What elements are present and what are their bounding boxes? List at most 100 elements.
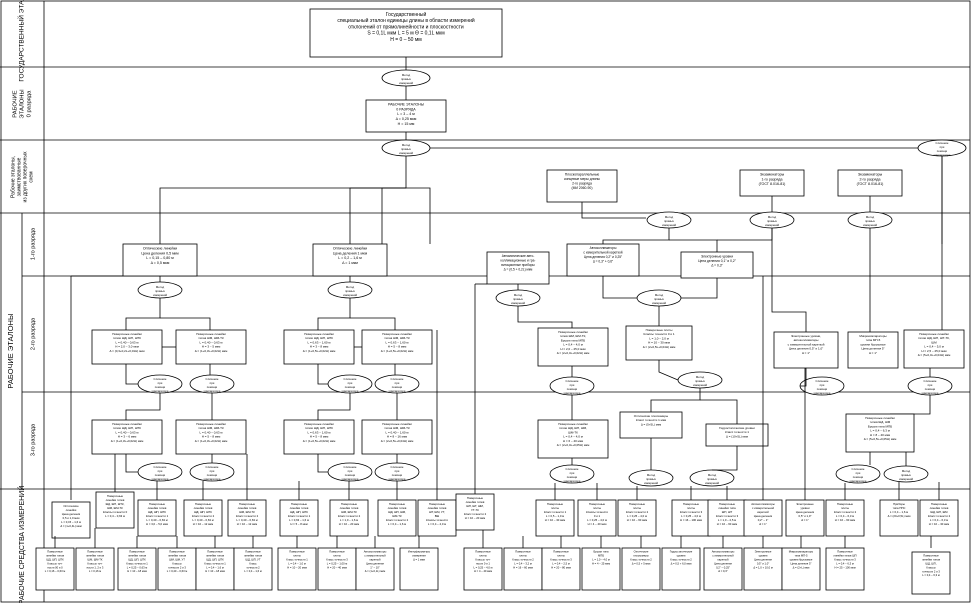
- method-direct-6-line: Метод: [156, 285, 165, 289]
- rank1-optical-ruler-05-line: Оптические линейки: [143, 247, 177, 251]
- method-compare-1-line: при: [158, 381, 163, 385]
- rank2-rulers-a1-line: L = 0,40 – 0,63 м: [116, 340, 139, 344]
- method-direct-3-line: Метод: [665, 215, 674, 219]
- means-row1-box-5-line: ШМ, ШМ-ТК: [239, 510, 255, 514]
- means-row1-box-9-line: ВШ: [435, 514, 440, 518]
- rank3-rulers-a1: [91, 419, 163, 455]
- means-row2-box-4-line: Поверочные: [169, 550, 185, 554]
- rank2-levels-d1-line: автоколлиматоры: [794, 338, 819, 342]
- means-row1-box-14-line: Класс точности 3: [680, 510, 703, 514]
- method-compare-10-line: компаратора: [342, 477, 359, 481]
- means-row1-box-3-line: H = 3,0 – 5,0 мкм: [146, 522, 168, 526]
- means-row1-box-9-line: Поверочные: [429, 502, 446, 506]
- method-compare-6-line: Сличение: [816, 379, 829, 383]
- means-row1-box-16-line: с измерительной: [752, 506, 775, 510]
- means-row1-box-8-line: Класс точности 2: [386, 518, 409, 522]
- means-row1-box-16-line: кареткой: [757, 510, 769, 514]
- section-working-means: РАБОЧИЕ СРЕДСТВА ИЗМЕРЕНИЙ: [17, 486, 26, 604]
- means-row2-box-14-line: H = 4 – 25 мкм: [592, 561, 610, 565]
- method-direct-7-line: Метод: [346, 285, 355, 289]
- means-row2-box-16-line: уровни: [677, 555, 686, 558]
- means-row2-box-5-line: H = 10 – 18 мкм: [205, 569, 225, 573]
- means-row1-box-12-line: H = 4 – 40 мкм: [588, 522, 607, 526]
- method-direct-2-line: Метод: [402, 143, 411, 147]
- means-row2-box-12-line: Поверочные: [515, 550, 531, 554]
- means-row2-box-2-line: линейки типов: [86, 554, 105, 558]
- means-row2-box-6-line: Поверочные: [245, 550, 261, 554]
- means-row1-box-11-line: L = 0,5 – 1,0 м: [546, 514, 564, 518]
- means-row2-box-20-line: H = 25 – 100 мкм: [834, 565, 855, 569]
- rank2-rulers-c1: [537, 327, 609, 367]
- method-compare-7-line: компаратора: [922, 391, 939, 395]
- method-direct-13-line: прямых: [901, 473, 911, 477]
- rank2-microcomparators-d2-line: Микрокомпараторы: [859, 334, 886, 338]
- means-row2-box-18-line: 0,5" и 1,0": [757, 561, 769, 565]
- means-row1-box-17: [785, 499, 825, 537]
- means-row2-box-21-line: линейки типов: [922, 558, 941, 562]
- rank3-rulers-d1: [845, 413, 915, 453]
- method-direct-4-line: измерений: [765, 223, 780, 227]
- rank1-electronic-levels: [680, 251, 754, 279]
- means-row2-box-6-line: L = 0,4 – 1,6 м: [244, 569, 262, 573]
- means-row2-box-5-line: ШД, ШП, ШТК: [206, 558, 224, 562]
- means-row2-box-4-line: линейки типов: [168, 554, 187, 558]
- means-row2-box-18-line: Δ = 1,0 + 10,0 м: [753, 565, 772, 569]
- method-direct-6-line: прямых: [155, 289, 165, 293]
- method-compare-right-line: Сличение: [936, 141, 949, 145]
- means-row1-box-1-line: Δ = (1+0,4L) мкм: [60, 524, 81, 528]
- rank2-microcomparators-d2: [847, 331, 899, 369]
- means-row2-box-3: [117, 547, 157, 591]
- rank1-optical-ruler-1-line: Цена деления 1 мкм: [333, 251, 368, 255]
- rank2-plates-c2-line: L = 1,0 – 2,0 м: [649, 336, 669, 340]
- means-row2-box-7-line: Класс точности 1: [286, 558, 308, 562]
- method-direct-1-line: измерений: [399, 81, 414, 85]
- rank3-optical-planometers-line: Класс точности 1 мкм: [636, 418, 666, 422]
- method-compare-2-line: Сличение: [206, 377, 219, 381]
- method-compare-8-line: помощи: [155, 473, 166, 477]
- means-row2-box-4-line: точности 2 и 3: [168, 565, 186, 569]
- method-compare-5-line: при: [570, 383, 575, 387]
- rank2-plates-c2-line: H = 10 – 30 мкм: [648, 341, 670, 345]
- method-compare-13-line: помощи: [853, 475, 864, 479]
- rank3-rulers-a1-line: L = 0,40 – 0,63 м: [116, 430, 139, 434]
- method-direct-13-line: измерений: [899, 477, 914, 481]
- method-compare-11-line: компаратора: [389, 477, 406, 481]
- rank3-rulers-b2-line: L = 0,40 – 1,60 м: [386, 430, 409, 434]
- method-direct-9-line: измерений: [652, 301, 667, 305]
- rank2-plates-c2-line: Δ = (2+0,5L+0,04H) мкм: [643, 345, 676, 349]
- rank1-autocollimators-line: с измерительной кареткой: [583, 251, 622, 255]
- method-compare-9-line: компаратора: [204, 477, 221, 481]
- means-row2-box-1-line: ности 00 и 0: [47, 565, 63, 569]
- borrowed-exam1-box-line: Экзаменаторы: [760, 173, 785, 177]
- zero-rank-box-line: Δ = 0,25 мкм: [396, 117, 417, 121]
- means-row2-box-18: [743, 547, 783, 591]
- means-row1-box-6-line: линейки типов: [290, 506, 309, 510]
- rank2-rulers-c1-line: Δ = (2+0,4L+0,02H) мкм: [557, 351, 590, 355]
- rank2-rulers-b2-line: Δ = (1+0,5L+0,02H) мкм: [381, 349, 414, 353]
- means-row2-box-20-line: Поверочные: [837, 550, 853, 554]
- means-row1-box-10-line: H = 10 – 20 мкм: [465, 516, 485, 520]
- method-compare-5-line: Сличение: [566, 379, 579, 383]
- means-row1-box-14-line: плиты: [687, 506, 695, 510]
- zero-rank-box: [365, 99, 447, 133]
- means-row2-box-14-line: МПБ: [598, 554, 604, 558]
- means-row2-box-5: [195, 547, 235, 591]
- means-row1-box-4-line: L = 0,40 – 0,63 м: [192, 518, 213, 522]
- means-row2-box-18-line: Цена деления: [754, 558, 772, 562]
- rank2-rulers-b1-line: H = 3 – 8 мкм: [310, 345, 329, 349]
- method-direct-11-line: измерений: [644, 481, 659, 485]
- method-compare-12-line: при: [570, 471, 575, 475]
- means-row1-box-2-line: ШД, ШП, ШТК,: [106, 502, 125, 506]
- rank2-rulers-b2: [361, 329, 433, 365]
- means-row1-box-20-line: H = 10 – 30 мкм: [929, 522, 949, 526]
- rank3-rulers-c1-line: L = 0,4 – 4,0 м: [563, 435, 583, 439]
- means-row2-box-17-line: с измерительной: [712, 554, 734, 558]
- rank1-autocollimation-devices-line: Автоматические авто-: [502, 254, 535, 258]
- means-row1-box-20-line: линейки типов: [930, 506, 949, 510]
- means-row1-box-13: [617, 499, 657, 537]
- rank2-rulers-b1-line: Δ = (1+0,5L+0,02H) мкм: [303, 349, 336, 353]
- means-row2-box-10-line: измерения: [412, 555, 426, 558]
- state-standard-box-line: специальный эталон единицы длины в облас…: [337, 17, 475, 24]
- rank1-autocollimators-line: Цена деления 0,2" и 0,25": [584, 255, 622, 259]
- means-row1-box-18: [825, 499, 865, 537]
